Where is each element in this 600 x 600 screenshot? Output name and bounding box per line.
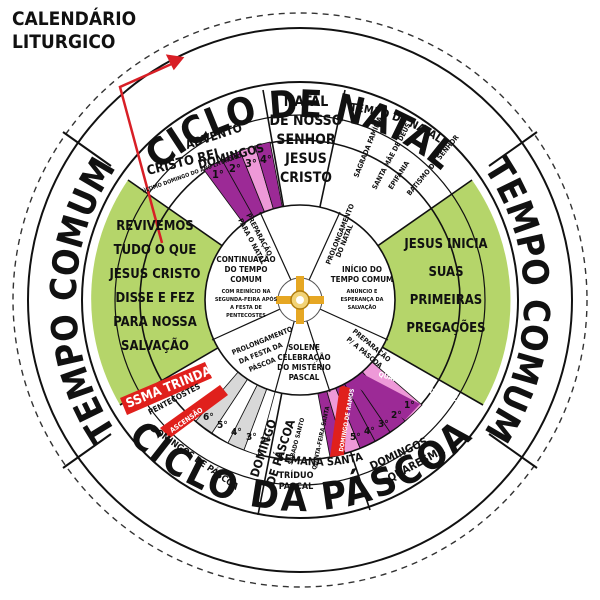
solene-line-3: DO MISTÉRIO [277, 361, 331, 372]
natal-line-1: NATAL [284, 94, 328, 110]
title-line-2: LITURGICO [12, 31, 116, 53]
right-field-line-1: JESUS INICIA [403, 237, 487, 252]
continuacao-sub-3: A FESTA DE [230, 305, 262, 311]
advent-number-2: 2° [229, 162, 241, 175]
inner-continuacao: CONTINUAÇÃO DO TEMPO COMUM COM REINÍCIO … [215, 254, 278, 319]
lent-numbers: 5° 4° 3° 2° 1° [350, 400, 415, 443]
triduo-block: TRÍDUO PASCAL [279, 469, 314, 492]
lent-number-2: 2° [391, 410, 402, 421]
easter-number-2: 2° [260, 436, 271, 447]
natal-line-3: SENHOR [276, 132, 335, 148]
left-field-line-6: SALVAÇÃO [121, 338, 189, 354]
lent-number-5: 5° [350, 432, 361, 443]
advent-number-1: 1° [212, 168, 224, 181]
green-field-right [300, 180, 511, 405]
inicio-sub-2: ESPERANÇA DA [341, 297, 384, 303]
right-field-line-4: PREGAÇÕES [406, 320, 485, 336]
advent-number-3: 3° [245, 157, 257, 170]
natal-line-2: DE NOSSO [270, 113, 343, 129]
left-field-line-2: TUDO O QUE [114, 243, 197, 258]
calendar-title: CALENDÁRIO LITURGICO [12, 8, 136, 54]
right-field-text: JESUS INICIA SUAS PRIMEIRAS PREGAÇÕES [403, 237, 487, 336]
triduo-line-1: TRÍDUO [279, 469, 314, 481]
inicio-line-2: TEMPO COMUM [331, 275, 393, 284]
triduo-line-2: PASCAL [279, 482, 314, 492]
red-arrow-icon [118, 54, 185, 244]
outer-ring-dividers [62, 131, 538, 469]
domingo-ramos-band [330, 385, 350, 457]
advent-number-4: 4° [260, 153, 272, 166]
title-line-1: CALENDÁRIO [12, 8, 137, 30]
natal-line-5: CRISTO [280, 170, 332, 186]
inner-ring-border [139, 139, 461, 461]
left-field-line-1: REVIVEMOS [116, 219, 193, 234]
left-field-line-5: PARA NOSSA [113, 315, 197, 330]
continuacao-sub-1: COM REINÍCIO NA [222, 287, 271, 295]
ssma-trindade-band [120, 362, 212, 415]
lower-ring-border [114, 114, 486, 486]
natal-block: NATAL DE NOSSO SENHOR JESUS CRISTO [270, 94, 343, 186]
easter-number-5: 5° [217, 420, 228, 431]
inicio-sub-3: SALVAÇÃO [348, 304, 377, 311]
continuacao-line-3: COMUM [230, 275, 262, 284]
inner-inicio: INÍCIO DO TEMPO COMUM ANÚNCIO E ESPERANÇ… [331, 263, 393, 311]
right-field-line-2: SUAS [429, 265, 464, 280]
continuacao-sub-2: SEGUNDA-FEIRA APÓS [215, 296, 278, 303]
inicio-line-1: INÍCIO DO [342, 263, 382, 274]
left-field-text: REVIVEMOS TUDO O QUE JESUS CRISTO DISSE … [108, 219, 200, 354]
inicio-sub-1: ANÚNCIO E [347, 288, 379, 295]
cross-emblem-icon [276, 276, 324, 324]
easter-number-6: 6° [203, 412, 214, 423]
continuacao-sub-4: PENTECOSTES [226, 313, 266, 319]
dashed-orbit [12, 12, 588, 588]
left-field-line-3: JESUS CRISTO [108, 267, 200, 282]
continuacao-line-1: CONTINUAÇÃO [216, 254, 275, 264]
lent-number-1: 1° [404, 400, 415, 411]
easter-numbers: 6° 5° 4° 3° 2° [203, 412, 271, 447]
ascensao-band [160, 385, 228, 438]
left-field-line-4: DISSE E FEZ [116, 291, 195, 306]
continuacao-line-2: DO TEMPO [225, 265, 268, 274]
advent-numbers: 1° 2° 3° 4° [212, 153, 272, 181]
natal-line-4: JESUS [284, 151, 327, 167]
easter-number-4: 4° [231, 427, 242, 438]
solene-line-4: PASCAL [289, 373, 320, 382]
easter-number-3: 3° [246, 432, 257, 443]
lent-number-3: 3° [378, 419, 389, 430]
inner-solene: SOLENE CELEBRAÇÃO DO MISTÉRIO PASCAL [277, 343, 331, 382]
semana-santa-label: SEMANA SANTA [276, 450, 364, 469]
solene-line-2: CELEBRAÇÃO [277, 352, 330, 362]
lent-number-4: 4° [364, 426, 375, 437]
green-field-left [91, 180, 300, 405]
solene-line-1: SOLENE [288, 343, 320, 352]
right-field-line-3: PRIMEIRAS [410, 293, 482, 308]
